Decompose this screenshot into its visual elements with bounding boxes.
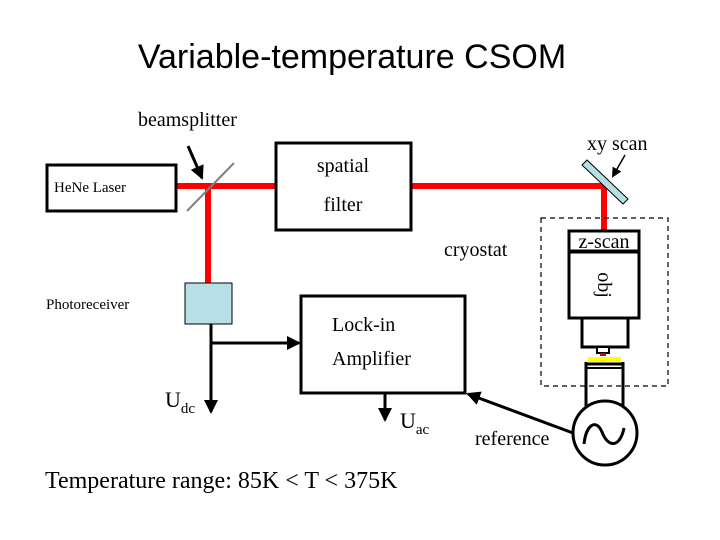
spatial-filter-label-1: spatial bbox=[317, 155, 370, 177]
photoreceiver bbox=[184, 282, 233, 325]
xy-scan-mirror bbox=[581, 159, 629, 205]
focus-spot bbox=[600, 353, 606, 356]
ac-source-circle bbox=[571, 399, 639, 467]
lockin-label-1: Lock-in bbox=[332, 314, 395, 336]
temperature-range: Temperature range: 85K < T < 375K bbox=[45, 468, 398, 494]
z-scan-label: z-scan bbox=[578, 231, 629, 253]
beamsplitter-arrow-icon bbox=[186, 145, 204, 180]
beamsplitter-label: beamsplitter bbox=[138, 109, 237, 131]
sample-stage bbox=[584, 357, 625, 406]
spatial-filter: spatial filter bbox=[274, 141, 413, 232]
laser-label: HeNe Laser bbox=[54, 180, 126, 196]
sine-wave-icon bbox=[582, 423, 626, 445]
sample bbox=[588, 357, 621, 362]
cryostat-label: cryostat bbox=[444, 239, 508, 261]
objective-label: obj bbox=[593, 272, 615, 298]
objective-barrel bbox=[580, 316, 630, 349]
photoreceiver-label: Photoreceiver bbox=[46, 297, 129, 313]
beamsplitter bbox=[186, 162, 235, 212]
reference-arrow bbox=[466, 391, 574, 435]
udc-label: Udc bbox=[165, 387, 195, 417]
page-title: Variable-temperature CSOM bbox=[138, 38, 566, 76]
lockin-label-2: Amplifier bbox=[332, 348, 411, 370]
hene-laser: HeNe Laser bbox=[45, 163, 178, 213]
lockin-amplifier: Lock-in Amplifier bbox=[299, 294, 467, 395]
xy-scan-label: xy scan bbox=[587, 133, 648, 155]
spatial-filter-label-2: filter bbox=[324, 194, 363, 216]
xy-scan-arrow-icon bbox=[612, 154, 626, 178]
reference-label: reference bbox=[475, 428, 549, 450]
ac-source bbox=[571, 399, 639, 467]
objective-tip bbox=[596, 346, 610, 354]
uac-label: Uac bbox=[400, 408, 430, 438]
cryostat-boundary bbox=[540, 217, 669, 387]
objective-assembly: z-scan obj bbox=[567, 229, 641, 356]
